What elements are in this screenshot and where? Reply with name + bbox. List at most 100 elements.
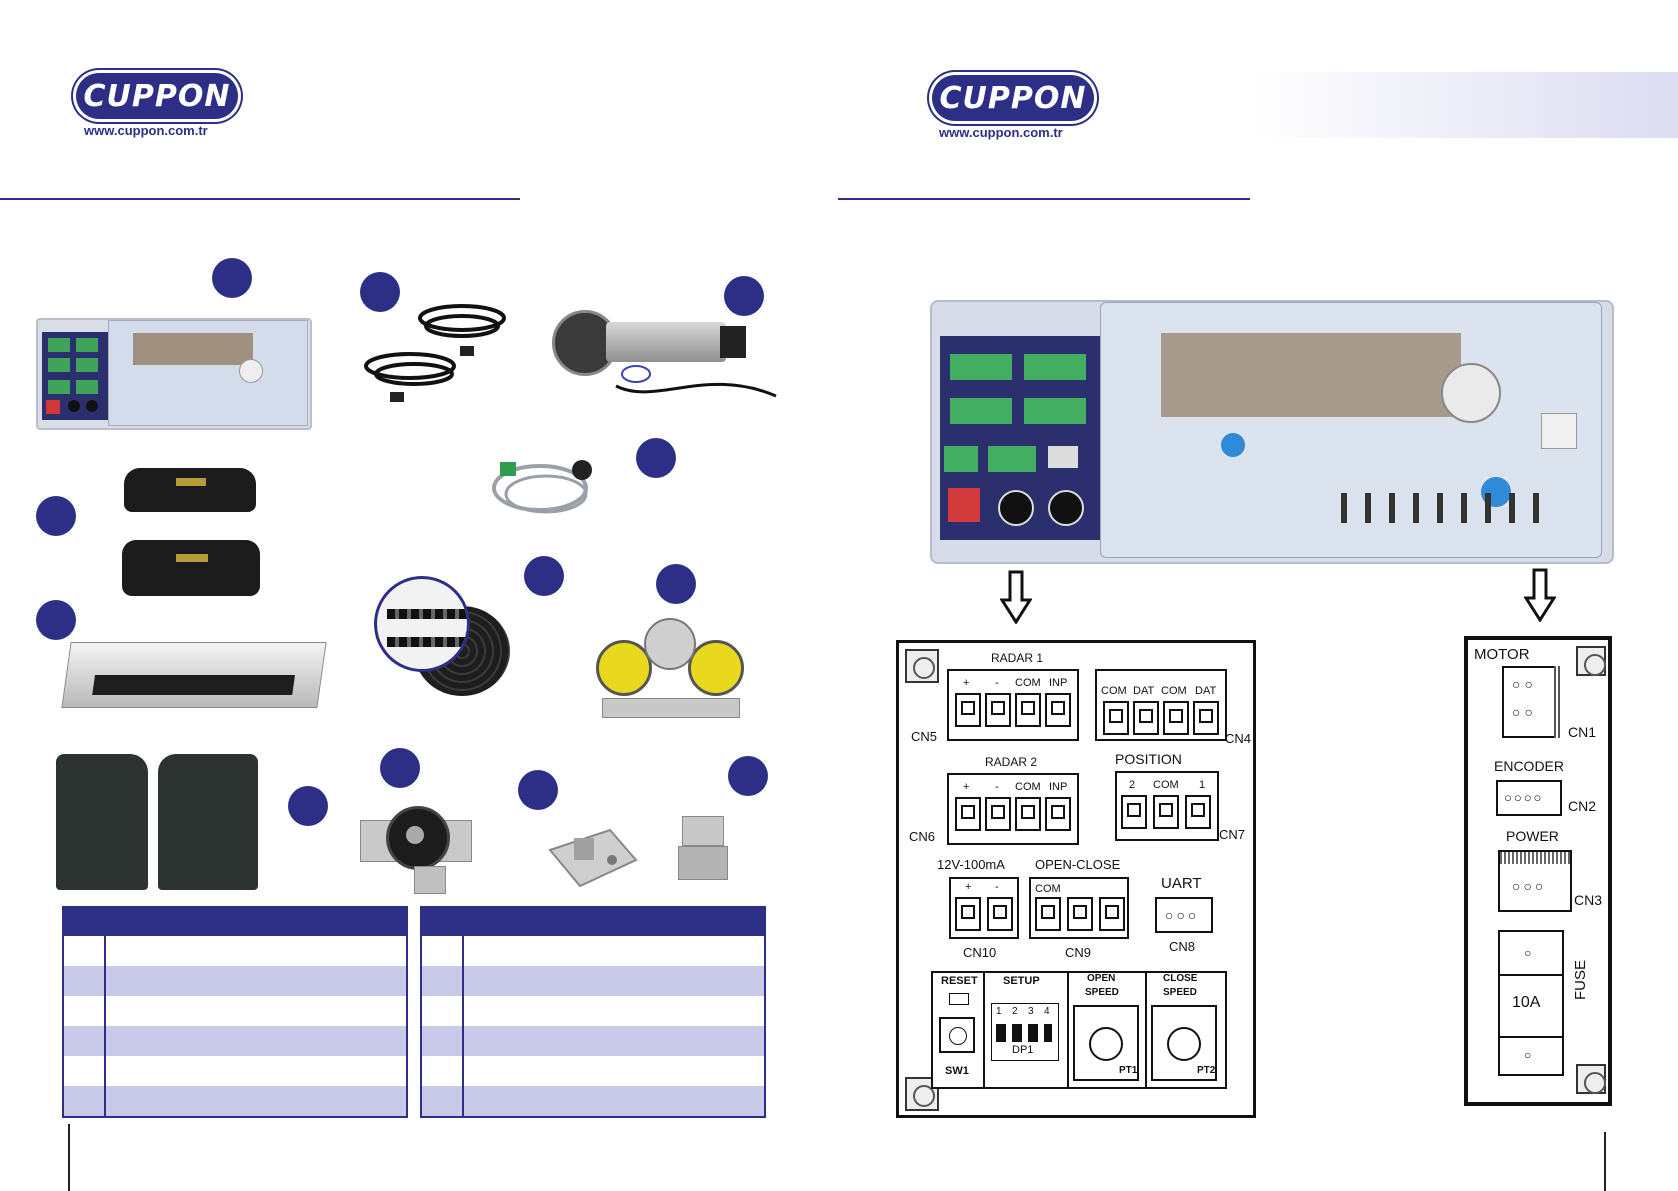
control-strip: RESET SW1 SETUP 1 2 3 4 DP1 OPEN SPEED P… bbox=[931, 971, 1227, 1089]
item-marker-11 bbox=[518, 770, 558, 810]
cn9-title: OPEN-CLOSE bbox=[1035, 857, 1121, 872]
board-transparent-cover bbox=[1100, 302, 1602, 558]
item-marker-10 bbox=[380, 748, 420, 788]
encoder-connector: ○○○○ bbox=[1496, 780, 1562, 816]
parts-table-right bbox=[420, 906, 766, 1118]
logo-badge: CUPPON bbox=[929, 72, 1097, 124]
cn10-connector: + - bbox=[949, 877, 1019, 939]
table-row bbox=[64, 936, 406, 966]
radar2-title: RADAR 2 bbox=[985, 755, 1038, 769]
logo-badge: CUPPON bbox=[73, 70, 241, 122]
fuse-holder: ○ 10A ○ bbox=[1498, 930, 1564, 1076]
power-connector: ○○○ bbox=[1498, 850, 1572, 912]
uart-connector: ○○○ bbox=[1155, 897, 1213, 933]
cn9-connector: COM bbox=[1029, 877, 1129, 939]
cn4-label: CN4 bbox=[1225, 731, 1252, 746]
parts-table-left bbox=[62, 906, 408, 1118]
remote-cover-top bbox=[124, 468, 256, 512]
fuse-value: 10A bbox=[1512, 994, 1541, 1011]
motor-title: MOTOR bbox=[1474, 646, 1530, 663]
control-board-large-photo bbox=[930, 300, 1614, 564]
cn6-label: CN6 bbox=[909, 829, 936, 844]
belt-photo bbox=[374, 576, 524, 700]
table-row bbox=[64, 966, 406, 996]
potentiometer-icon[interactable] bbox=[1089, 1027, 1123, 1061]
table-row bbox=[422, 996, 764, 1026]
item-marker-4 bbox=[636, 438, 676, 478]
reset-cell: RESET SW1 bbox=[933, 973, 985, 1087]
cn7-connector: 2 COM 1 bbox=[1115, 771, 1219, 841]
uart-title: UART bbox=[1161, 875, 1202, 892]
item-marker-2 bbox=[360, 272, 400, 312]
stopper-photo bbox=[678, 808, 728, 882]
setup-cell: SETUP 1 2 3 4 DP1 bbox=[983, 973, 1069, 1087]
board-panel bbox=[940, 336, 1100, 540]
logo-text: CUPPON bbox=[83, 78, 231, 114]
table-row bbox=[64, 1086, 406, 1116]
mount-screw-icon bbox=[1576, 1064, 1606, 1094]
item-marker-1 bbox=[212, 258, 252, 298]
header-rule bbox=[0, 198, 520, 200]
table-row bbox=[64, 1026, 406, 1056]
sensor-cables-photo bbox=[350, 296, 526, 408]
position-title: POSITION bbox=[1115, 751, 1182, 767]
motor-connector: ○○ ○○ bbox=[1502, 666, 1558, 738]
table-row bbox=[422, 1086, 764, 1116]
page-edge-line bbox=[68, 1124, 70, 1191]
side-cover-left bbox=[56, 754, 148, 890]
table-row bbox=[422, 966, 764, 996]
mount-screw-icon bbox=[1576, 646, 1606, 676]
board-cover bbox=[108, 320, 308, 426]
radar1-title: RADAR 1 bbox=[991, 651, 1044, 665]
cn10-title: 12V-100mA bbox=[937, 857, 1005, 872]
cn6-connector: + - COM INP bbox=[947, 773, 1079, 845]
wheel-carriage-photo bbox=[592, 618, 748, 726]
table-header bbox=[422, 908, 764, 936]
power-title: POWER bbox=[1506, 828, 1559, 844]
table-row bbox=[422, 1026, 764, 1056]
side-cover-right bbox=[158, 754, 258, 890]
cn7-label: CN7 bbox=[1219, 827, 1246, 842]
cable-icon bbox=[364, 304, 506, 402]
table-header bbox=[64, 908, 406, 936]
logo-url: www.cuppon.com.tr bbox=[84, 123, 208, 138]
cn4-connector: COM DAT COM DAT bbox=[1095, 669, 1227, 741]
cn2-label: CN2 bbox=[1568, 798, 1597, 814]
remote-cover-bottom bbox=[122, 540, 260, 596]
logo-text: CUPPON bbox=[939, 80, 1087, 116]
header-gradient-band bbox=[1250, 72, 1678, 138]
page-edge-line bbox=[1604, 1132, 1606, 1191]
item-marker-3 bbox=[724, 276, 764, 316]
item-marker-9 bbox=[288, 786, 328, 826]
motor-gearbox-photo bbox=[546, 296, 782, 406]
open-speed-cell: OPEN SPEED PT1 bbox=[1067, 973, 1147, 1087]
key-switch-photo bbox=[490, 444, 610, 520]
item-marker-7 bbox=[524, 556, 564, 596]
dip-switch-icon[interactable] bbox=[996, 1024, 1052, 1042]
item-marker-5 bbox=[36, 496, 76, 536]
bracket-photo bbox=[540, 820, 640, 894]
aluminum-profile-photo bbox=[61, 642, 327, 708]
cn5-label: CN5 bbox=[911, 729, 938, 744]
item-marker-8 bbox=[656, 564, 696, 604]
control-board-photo bbox=[36, 318, 312, 430]
connector-schematic-power: MOTOR ○○ ○○ CN1 ENCODER ○○○○ CN2 POWER ○… bbox=[1464, 636, 1612, 1106]
cn9-label: CN9 bbox=[1065, 945, 1092, 960]
cn8-label: CN8 bbox=[1169, 939, 1196, 954]
cn3-label: CN3 bbox=[1574, 892, 1603, 908]
board-connector-panel bbox=[42, 332, 108, 420]
header-rule bbox=[838, 198, 1250, 200]
cn1-label: CN1 bbox=[1568, 724, 1597, 740]
item-marker-6 bbox=[36, 600, 76, 640]
reset-button[interactable] bbox=[939, 1017, 975, 1053]
item-marker-12 bbox=[728, 756, 768, 796]
pulley-photo bbox=[358, 800, 474, 896]
potentiometer-icon[interactable] bbox=[1167, 1027, 1201, 1061]
table-row bbox=[64, 996, 406, 1026]
fuse-label: FUSE bbox=[1572, 959, 1589, 1000]
cn10-label: CN10 bbox=[963, 945, 997, 960]
mount-screw-icon bbox=[905, 649, 939, 683]
table-row bbox=[422, 1056, 764, 1086]
cn5-connector: + - COM INP bbox=[947, 669, 1079, 741]
encoder-title: ENCODER bbox=[1494, 758, 1565, 774]
